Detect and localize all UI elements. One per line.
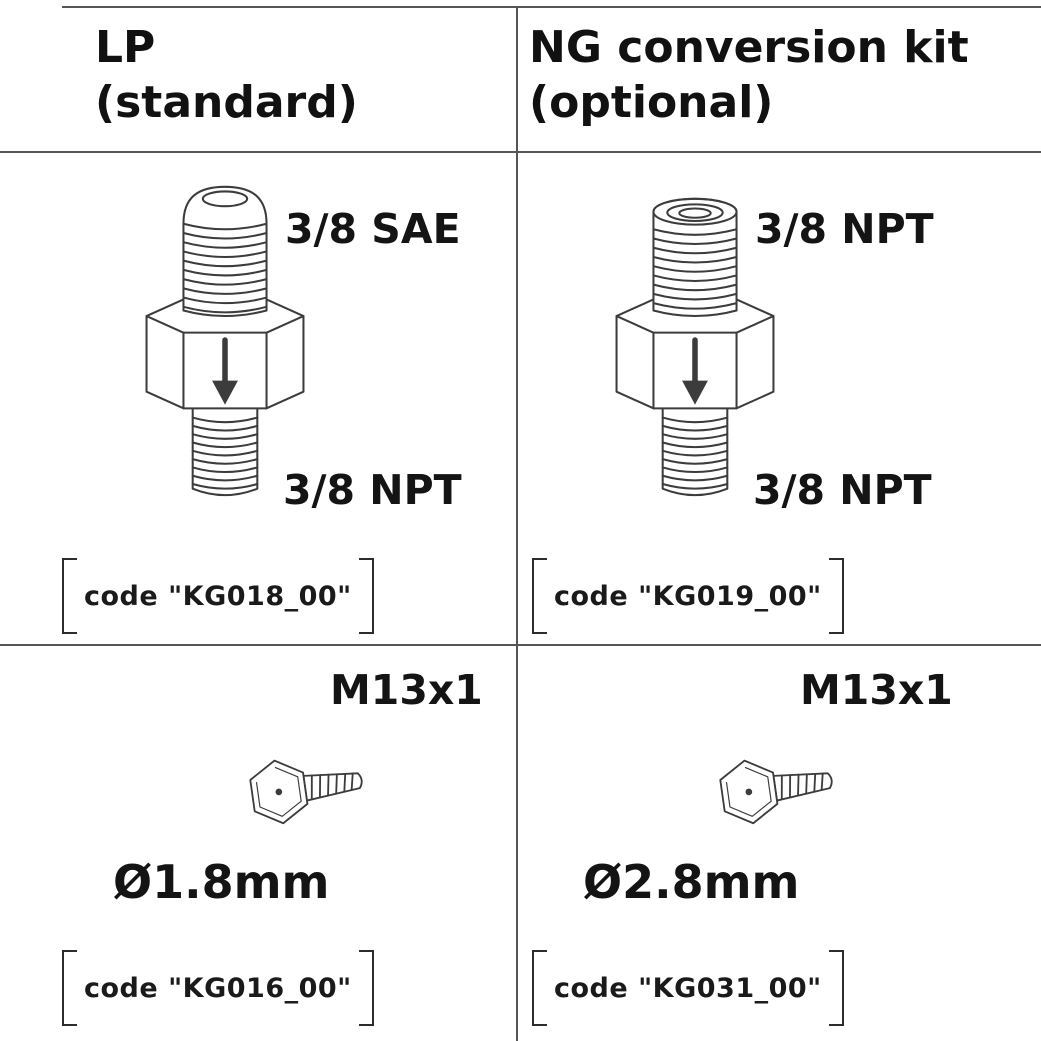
divider-middle (0, 644, 1041, 646)
orifice-hole (745, 788, 753, 796)
injector-nozzle-drawing (719, 759, 833, 825)
injector-diameter-label: Ø1.8mm (113, 855, 330, 909)
column-header: NG conversion kit (optional) (529, 20, 969, 130)
injector-code-bracket: code "KG016_00" (62, 950, 374, 1026)
divider-top (62, 6, 1041, 8)
header-line-2: (optional) (529, 77, 774, 128)
valve-code-bracket: code "KG018_00" (62, 558, 374, 634)
injector-diameter-label: Ø2.8mm (583, 855, 800, 909)
valve-code-text: code "KG018_00" (84, 580, 352, 612)
valve-code-bracket: code "KG019_00" (532, 558, 844, 634)
valve-code-text: code "KG019_00" (554, 580, 822, 612)
column-lp: LP (standard) 3/8 SAE 3/8 NPT code "KG01… (0, 0, 517, 1041)
injector-thread-label: M13x1 (330, 666, 483, 714)
header-line-1: LP (95, 22, 156, 73)
divider-header (0, 151, 1041, 153)
check-valve-drawing (145, 185, 305, 497)
injector-code-bracket: code "KG031_00" (532, 950, 844, 1026)
header-line-2: (standard) (95, 77, 358, 128)
header-line-1: NG conversion kit (529, 22, 969, 73)
injector-code-text: code "KG031_00" (554, 972, 822, 1004)
injector-code-text: code "KG016_00" (84, 972, 352, 1004)
check-valve-drawing (615, 197, 775, 497)
divider-vertical (516, 6, 518, 1041)
valve-bottom-thread-label: 3/8 NPT (753, 466, 932, 514)
valve-bottom-thread-label: 3/8 NPT (283, 466, 462, 514)
column-header: LP (standard) (95, 20, 358, 130)
valve-top-thread-label: 3/8 SAE (285, 205, 461, 253)
injector-nozzle-drawing (249, 759, 363, 825)
injector-thread-label: M13x1 (800, 666, 953, 714)
orifice-hole (275, 788, 283, 796)
valve-top-thread-label: 3/8 NPT (755, 205, 934, 253)
column-ng: NG conversion kit (optional) 3/8 NPT 3/8… (517, 0, 1034, 1041)
